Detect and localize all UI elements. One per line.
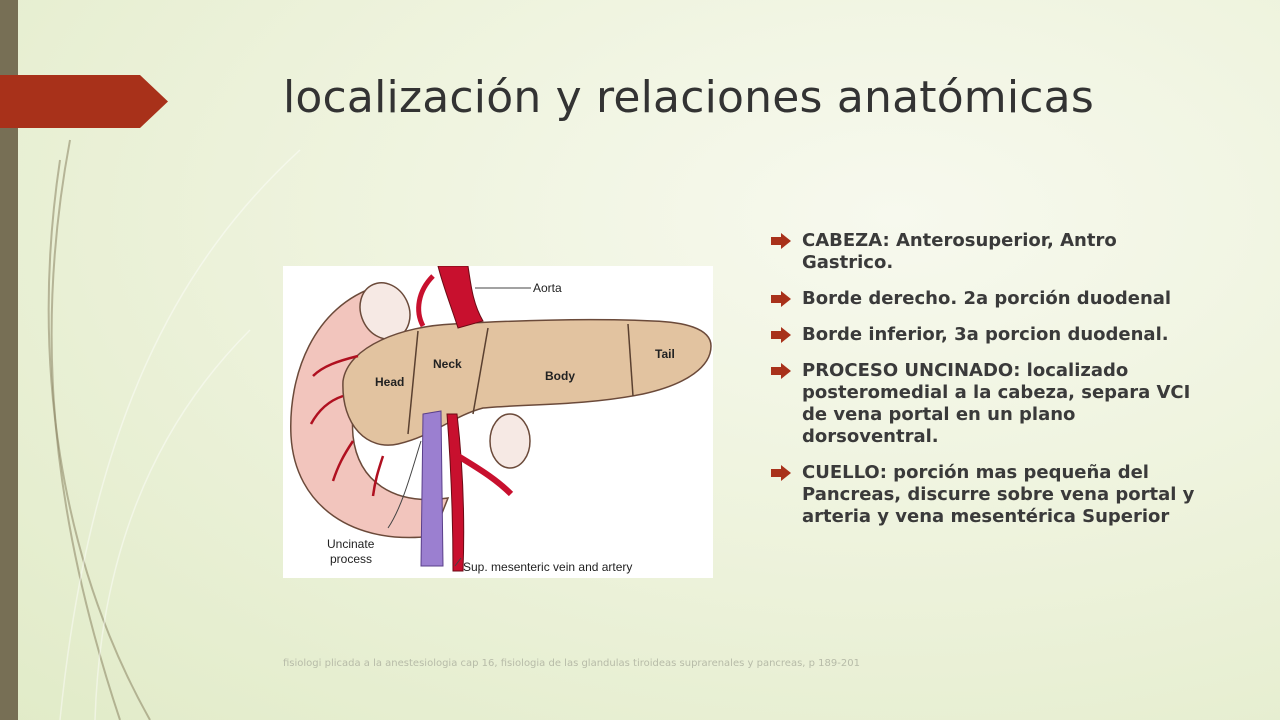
bullet-text: CABEZA: Anterosuperior, Antro Gastrico. [802, 230, 1117, 273]
neck-body-divider [472, 327, 489, 415]
arrow-right-icon [771, 327, 791, 343]
bullet-item: PROCESO UNCINADO: localizado posteromedi… [768, 360, 1208, 448]
pancreas-diagram: Aorta Head Neck Body Tail Uncinate proce… [290, 266, 712, 574]
bullet-text: PROCESO UNCINADO: localizado posteromedi… [802, 360, 1191, 447]
slide-title: localización y relaciones anatómicas [283, 72, 1094, 123]
arrow-right-icon [771, 233, 791, 249]
label-head: Head [375, 375, 404, 389]
label-neck: Neck [433, 357, 462, 371]
bullet-text: CUELLO: porción mas pequeña del Pancreas… [802, 462, 1195, 527]
mesenteric-branch [456, 453, 514, 497]
aorta-branch [416, 274, 435, 328]
left-sidebar-bar [0, 0, 18, 720]
sup-mesenteric-artery [446, 413, 465, 572]
arrow-right-icon [771, 363, 791, 379]
leader-lines [387, 287, 531, 567]
label-aorta: Aorta [533, 281, 562, 295]
duodenal-arteries [309, 354, 385, 497]
label-uncinate-line2: process [330, 552, 372, 566]
bullet-item: CUELLO: porción mas pequeña del Pancreas… [768, 462, 1208, 528]
slide-footer-citation: fisiologi plicada a la anestesiologia ca… [283, 658, 860, 669]
label-sup-mesenteric: Sup. mesenteric vein and artery [463, 560, 632, 574]
arrow-right-icon [771, 465, 791, 481]
sup-mesenteric-vein [420, 410, 444, 567]
label-uncinate-line1: Uncinate [327, 537, 375, 551]
duodenum-end-lower [489, 413, 531, 469]
head-neck-divider [407, 330, 419, 435]
arrow-right-icon [771, 291, 791, 307]
bullet-list: CABEZA: Anterosuperior, Antro Gastrico. … [768, 230, 1208, 542]
bullet-text: Borde derecho. 2a porción duodenal [802, 288, 1172, 309]
title-accent-arrow [0, 75, 168, 128]
body-tail-divider [627, 323, 634, 397]
label-tail: Tail [655, 347, 675, 361]
bullet-item: CABEZA: Anterosuperior, Antro Gastrico. [768, 230, 1208, 274]
decorative-curves [47, 139, 301, 720]
bullet-item: Borde derecho. 2a porción duodenal [768, 288, 1208, 310]
bullet-item: Borde inferior, 3a porcion duodenal. [768, 324, 1208, 346]
label-body: Body [545, 369, 575, 383]
pancreas-anatomy-figure: Aorta Head Neck Body Tail Uncinate proce… [283, 266, 713, 578]
aorta-vessel [437, 266, 484, 329]
bullet-text: Borde inferior, 3a porcion duodenal. [802, 324, 1169, 345]
